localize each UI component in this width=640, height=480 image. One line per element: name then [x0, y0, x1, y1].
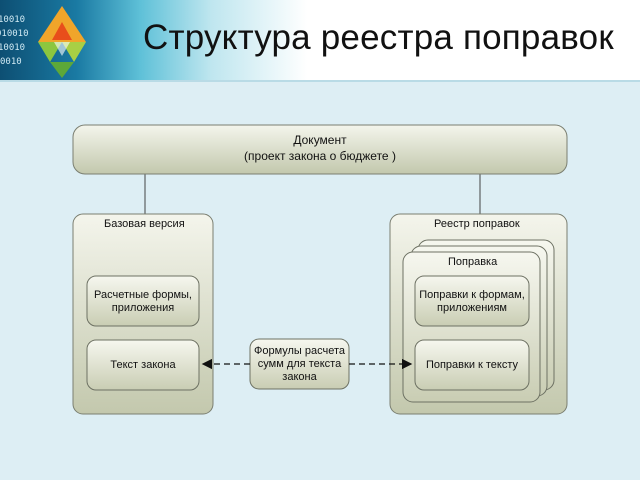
amend-forms-label-2: приложениям [437, 302, 507, 314]
document-box [72, 124, 568, 175]
calc-forms-label-2: приложения [111, 302, 175, 314]
amend-forms-box [414, 275, 530, 327]
calc-forms-box [86, 275, 200, 327]
base-version-label: Базовая версия [104, 218, 185, 230]
document-title: Документ [293, 133, 347, 147]
svg-text:10010: 10010 [0, 15, 25, 25]
amendment-label: Поправка [448, 256, 498, 268]
svg-text:10010: 10010 [0, 43, 25, 53]
diagram-canvas [72, 124, 568, 415]
page-title: Структура реестра поправок [143, 18, 614, 57]
header-divider [0, 80, 640, 82]
law-text-box [86, 339, 200, 391]
diagram-stage: Документ (проект закона о бюджете ) Базо… [0, 82, 640, 480]
header-bar [0, 0, 640, 80]
amend-text-box [414, 339, 530, 391]
formulas-label-2: сумм для текста [257, 358, 342, 370]
amend-text-label: Поправки к тексту [425, 359, 519, 371]
formulas-label-1: Формулы расчета [253, 345, 346, 357]
svg-text:0010: 0010 [0, 57, 22, 67]
amend-forms-label-1: Поправки к формам, [419, 289, 525, 301]
document-subtitle: (проект закона о бюджете ) [244, 149, 396, 163]
law-text-label: Текст закона [110, 359, 176, 371]
registry-label: Реестр поправок [434, 218, 520, 230]
formulas-label-3: закона [282, 371, 317, 383]
calc-forms-label-1: Расчетные формы, [94, 289, 192, 301]
